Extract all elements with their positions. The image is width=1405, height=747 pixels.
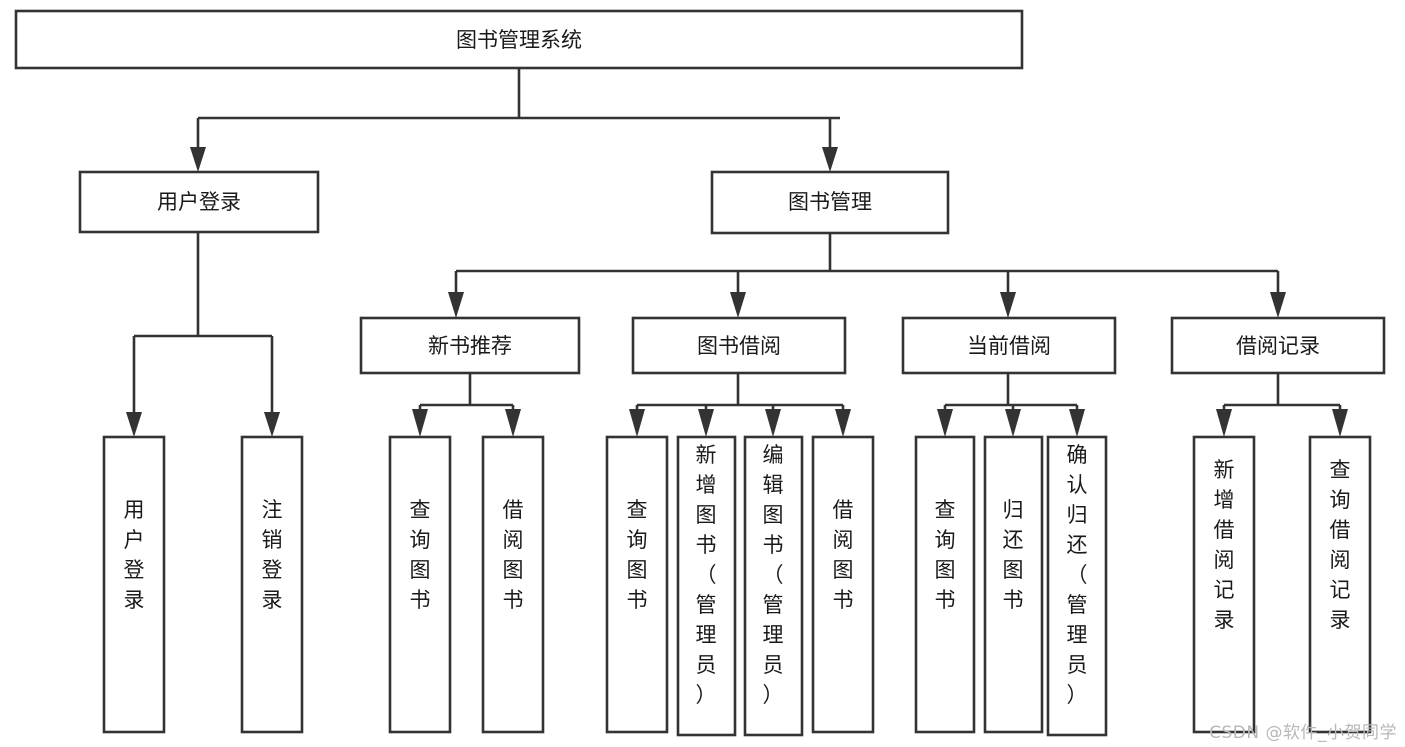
connector-group-user-login: [126, 232, 280, 437]
arrow-br-leaf1-icon: [1216, 409, 1232, 437]
node-leaf-query-book-1-label: 查询图书: [410, 498, 431, 612]
connector-group-book-borrow: [629, 373, 851, 437]
arrow-bm-new-book-icon: [448, 292, 464, 318]
node-leaf-user-login-box[interactable]: [102, 435, 166, 734]
connector-group-borrow-record: [1216, 373, 1348, 437]
arrow-bb-leaf1-icon: [629, 409, 645, 437]
node-leaf-borrow-book-2-box[interactable]: [811, 435, 875, 734]
arrow-bm-book-borrow-icon: [730, 292, 746, 318]
arrow-bm-current-borrow-icon: [1000, 292, 1016, 318]
arrow-user-login-leaf1-icon: [126, 412, 142, 437]
node-leaf-query-book-2-label: 查询图书: [627, 498, 648, 612]
node-user-login-label: 用户登录: [157, 190, 241, 214]
arrow-bm-borrow-record-icon: [1270, 292, 1286, 318]
node-book-borrow[interactable]: 图书借阅: [631, 316, 847, 375]
node-root-box[interactable]: [14, 9, 1024, 70]
node-leaf-confirm-return[interactable]: 确认归还（管理员）: [1046, 435, 1108, 737]
arrow-bb-leaf4-icon: [835, 409, 851, 437]
node-leaf-edit-book-label: 编辑图书（管理员）: [763, 443, 784, 707]
node-current-borrow-label: 当前借阅: [967, 334, 1051, 358]
node-new-book-recommend[interactable]: 新书推荐: [359, 316, 581, 375]
arrow-bb-leaf3-icon: [765, 409, 781, 437]
arrow-root-to-book-manage-icon: [822, 147, 838, 172]
node-leaf-borrow-book-1-box[interactable]: [481, 435, 545, 734]
arrow-cb-leaf2-icon: [1005, 409, 1021, 437]
node-current-borrow[interactable]: 当前借阅: [901, 316, 1117, 375]
node-new-book-recommend-box[interactable]: [359, 316, 581, 375]
arrow-nbr-leaf2-icon: [505, 409, 521, 437]
node-book-borrow-label: 图书借阅: [697, 334, 781, 358]
node-borrow-record-box[interactable]: [1170, 316, 1386, 375]
node-leaf-user-login[interactable]: 用户登录: [102, 435, 166, 734]
node-leaf-query-book-1[interactable]: 查询图书: [388, 435, 452, 734]
node-leaf-query-book-2[interactable]: 查询图书: [605, 435, 669, 734]
node-leaf-user-login-label: 用户登录: [124, 498, 145, 612]
node-book-manage[interactable]: 图书管理: [710, 170, 950, 235]
connector-group-root: [190, 68, 840, 172]
node-new-book-recommend-label: 新书推荐: [428, 334, 512, 358]
node-borrow-record[interactable]: 借阅记录: [1170, 316, 1386, 375]
node-leaf-return-book-box[interactable]: [983, 435, 1044, 734]
node-user-login[interactable]: 用户登录: [78, 170, 320, 234]
node-user-login-box[interactable]: [78, 170, 320, 234]
node-leaf-add-record[interactable]: 新增借阅记录: [1192, 435, 1256, 734]
node-leaf-borrow-book-2[interactable]: 借阅图书: [811, 435, 875, 734]
node-leaf-query-book-3[interactable]: 查询图书: [914, 435, 976, 734]
node-leaf-query-book-3-label: 查询图书: [935, 498, 956, 612]
node-leaf-query-book-3-box[interactable]: [914, 435, 976, 734]
connector-group-current-borrow: [937, 373, 1085, 437]
connector-group-book-manage: [448, 233, 1286, 318]
node-leaf-user-logout-box[interactable]: [240, 435, 304, 734]
connector-group-new-book-recommend: [412, 373, 521, 437]
node-book-manage-box[interactable]: [710, 170, 950, 235]
node-leaf-add-book-box[interactable]: [676, 435, 737, 737]
arrow-bb-leaf2-icon: [698, 409, 714, 437]
node-current-borrow-box[interactable]: [901, 316, 1117, 375]
node-leaf-user-logout[interactable]: 注销登录: [240, 435, 304, 734]
arrow-br-leaf2-icon: [1332, 409, 1348, 437]
watermark-text: CSDN @软件_小贺同学: [1209, 723, 1397, 743]
node-leaf-add-record-box[interactable]: [1192, 435, 1256, 734]
node-leaf-return-book-label: 归还图书: [1003, 498, 1024, 612]
node-root[interactable]: 图书管理系统: [14, 9, 1024, 70]
node-leaf-query-record-box[interactable]: [1308, 435, 1372, 734]
node-leaf-query-book-1-box[interactable]: [388, 435, 452, 734]
arrow-user-login-leaf2-icon: [264, 412, 280, 437]
node-leaf-user-logout-label: 注销登录: [262, 498, 283, 612]
node-leaf-return-book[interactable]: 归还图书: [983, 435, 1044, 734]
node-leaf-borrow-book-2-label: 借阅图书: [833, 498, 854, 612]
node-leaf-edit-book-box[interactable]: [743, 435, 804, 737]
node-leaf-borrow-book-1[interactable]: 借阅图书: [481, 435, 545, 734]
node-book-manage-label: 图书管理: [788, 190, 872, 214]
node-leaf-query-book-2-box[interactable]: [605, 435, 669, 734]
node-root-label: 图书管理系统: [456, 28, 582, 52]
node-leaf-confirm-return-box[interactable]: [1046, 435, 1108, 737]
node-leaf-add-record-label: 新增借阅记录: [1214, 458, 1235, 632]
arrow-cb-leaf3-icon: [1069, 409, 1085, 437]
node-leaf-query-record[interactable]: 查询借阅记录: [1308, 435, 1372, 734]
node-leaf-borrow-book-1-label: 借阅图书: [503, 498, 524, 612]
arrow-cb-leaf1-icon: [937, 409, 953, 437]
node-book-borrow-box[interactable]: [631, 316, 847, 375]
arrow-nbr-leaf1-icon: [412, 409, 428, 437]
node-leaf-confirm-return-label: 确认归还（管理员）: [1067, 443, 1088, 707]
node-leaf-add-book[interactable]: 新增图书（管理员）: [676, 435, 737, 737]
node-leaf-edit-book[interactable]: 编辑图书（管理员）: [743, 435, 804, 737]
node-borrow-record-label: 借阅记录: [1236, 334, 1320, 358]
arrow-root-to-user-login-icon: [190, 147, 206, 172]
node-leaf-query-record-label: 查询借阅记录: [1330, 458, 1351, 632]
node-leaf-add-book-label: 新增图书（管理员）: [696, 443, 717, 707]
